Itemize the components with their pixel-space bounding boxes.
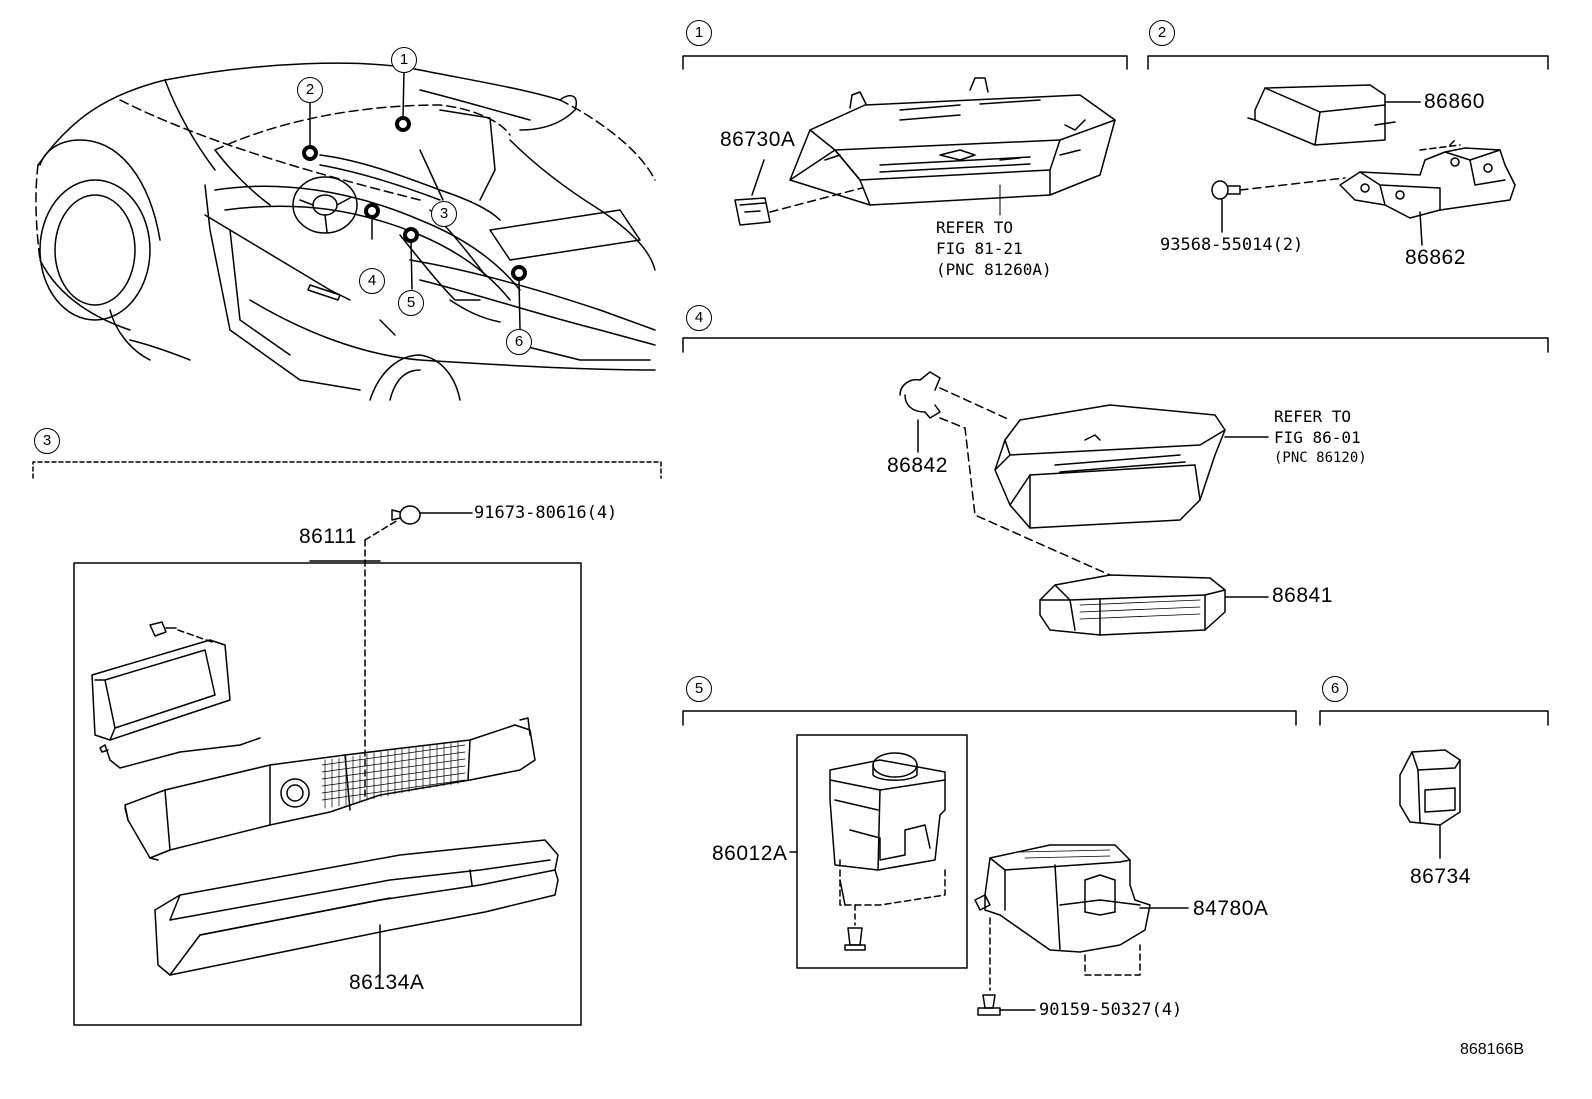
part-84780A-label[interactable]: 84780A (1193, 897, 1269, 920)
section-4-number: 4 (686, 305, 712, 331)
part-86111-label[interactable]: 86111 (299, 525, 357, 548)
part-90159-50327-label[interactable]: 90159-50327(4) (1039, 1000, 1183, 1020)
car-callout-1[interactable]: 1 (391, 47, 417, 73)
audio-unit-illustration (899, 371, 1269, 636)
car-overview-illustration (35, 62, 656, 401)
part-86730A-label[interactable]: 86730A (720, 128, 796, 151)
refer-note-4-line-1: REFER TO (1274, 407, 1352, 426)
section-3-number: 3 (34, 428, 60, 454)
section-1-number: 1 (686, 20, 712, 46)
refer-note-1-line-2: FIG 81-21 (936, 239, 1023, 258)
figure-code: 868166B (1460, 1041, 1525, 1058)
section-dividers (32, 55, 1549, 726)
part-86841-label[interactable]: 86841 (1272, 584, 1333, 607)
part-86734-label[interactable]: 86734 (1410, 865, 1471, 888)
refer-note-section-4: REFER TO FIG 86-01 (PNC 86120) (1274, 406, 1367, 469)
car-callout-4[interactable]: 4 (359, 268, 385, 294)
switch-86734-illustration (1399, 749, 1461, 859)
remote-controller-illustration (789, 734, 968, 969)
car-callout-2[interactable]: 2 (297, 77, 323, 103)
refer-note-4-line-2: FIG 86-01 (1274, 428, 1361, 447)
overhead-console-illustration (734, 77, 1116, 226)
location-markers (302, 116, 527, 281)
refer-note-4-line-3: (PNC 86120) (1274, 450, 1367, 466)
ecu-84780A-illustration (974, 844, 1189, 1016)
refer-note-section-1: REFER TO FIG 81-21 (PNC 81260A) (936, 217, 1052, 280)
refer-note-1-line-1: REFER TO (936, 218, 1014, 237)
car-callout-6[interactable]: 6 (506, 329, 532, 355)
part-86842-label[interactable]: 86842 (887, 454, 948, 477)
car-callout-5[interactable]: 5 (398, 290, 424, 316)
part-86012A-label[interactable]: 86012A (712, 842, 788, 865)
section-2-number: 2 (1149, 20, 1175, 46)
car-callout-3[interactable]: 3 (431, 201, 457, 227)
bracket-86862-illustration (1211, 139, 1516, 246)
meter-cluster-illustration (73, 505, 582, 1026)
part-86860-label[interactable]: 86860 (1424, 90, 1485, 113)
section-5-number: 5 (686, 676, 712, 702)
section-6-number: 6 (1322, 676, 1348, 702)
part-93568-55014-label[interactable]: 93568-55014(2) (1160, 235, 1304, 255)
part-91673-80616-label[interactable]: 91673-80616(4) (474, 503, 618, 523)
part-86862-label[interactable]: 86862 (1405, 246, 1466, 269)
refer-note-1-line-3: (PNC 81260A) (936, 260, 1052, 279)
module-86860-illustration (1247, 84, 1421, 146)
part-86134A-label[interactable]: 86134A (349, 971, 425, 994)
